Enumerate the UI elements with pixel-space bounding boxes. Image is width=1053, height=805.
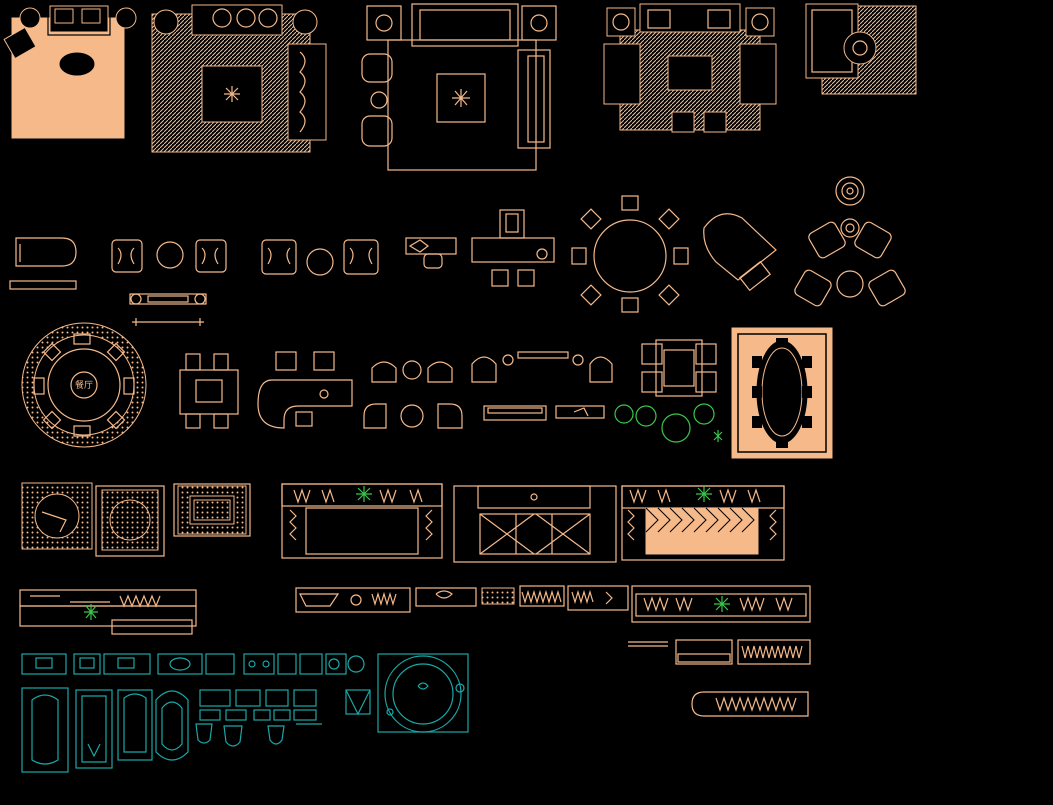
bathroom-basins-row	[21, 653, 365, 675]
round-dining-8	[571, 195, 689, 313]
kitchen-counter-1	[19, 589, 197, 635]
kitchen-counter-6	[691, 691, 809, 717]
console-row	[483, 405, 605, 421]
office-desk	[471, 209, 555, 287]
side-desk	[405, 237, 457, 269]
rug-square-2	[95, 485, 165, 557]
kitchen-counter-4	[631, 585, 811, 623]
oval-conference-table	[731, 327, 833, 459]
living-set-3	[361, 3, 557, 171]
kitchen-counter-2	[295, 587, 411, 613]
plants-cluster	[614, 403, 723, 443]
lounge-chairs-row	[363, 360, 463, 429]
kitchen-counter-3	[415, 585, 629, 611]
rug-square-1	[21, 482, 93, 550]
dining-table-6	[641, 339, 717, 397]
tea-table-armchairs	[794, 176, 906, 307]
living-set-5	[805, 3, 917, 95]
cabinet-elevation-1	[281, 483, 443, 559]
cabinet-elevation-2	[453, 485, 617, 563]
living-set-4	[603, 3, 777, 133]
rug-rect-3	[173, 483, 251, 537]
cabinet-elevation-3	[621, 485, 785, 561]
dining-table-4	[179, 353, 239, 429]
bathroom-fixtures-grid	[195, 689, 371, 747]
living-set-2	[151, 4, 327, 153]
sofa-side	[9, 237, 77, 290]
banquet-round-table: 餐厅	[21, 322, 147, 448]
kitchen-counter-5	[628, 639, 811, 665]
dining-table-label: 餐厅	[75, 379, 93, 391]
accent-chairs-pair	[471, 351, 613, 383]
lounge-chairs-pair-2	[261, 239, 379, 276]
bar-counter	[257, 351, 353, 429]
lounge-chairs-pair-1	[111, 239, 227, 273]
grand-piano	[703, 213, 777, 292]
tv-console-small	[129, 293, 207, 326]
bathtubs-row	[21, 687, 189, 773]
living-set-1	[3, 4, 137, 139]
round-spa-tub	[377, 653, 469, 733]
